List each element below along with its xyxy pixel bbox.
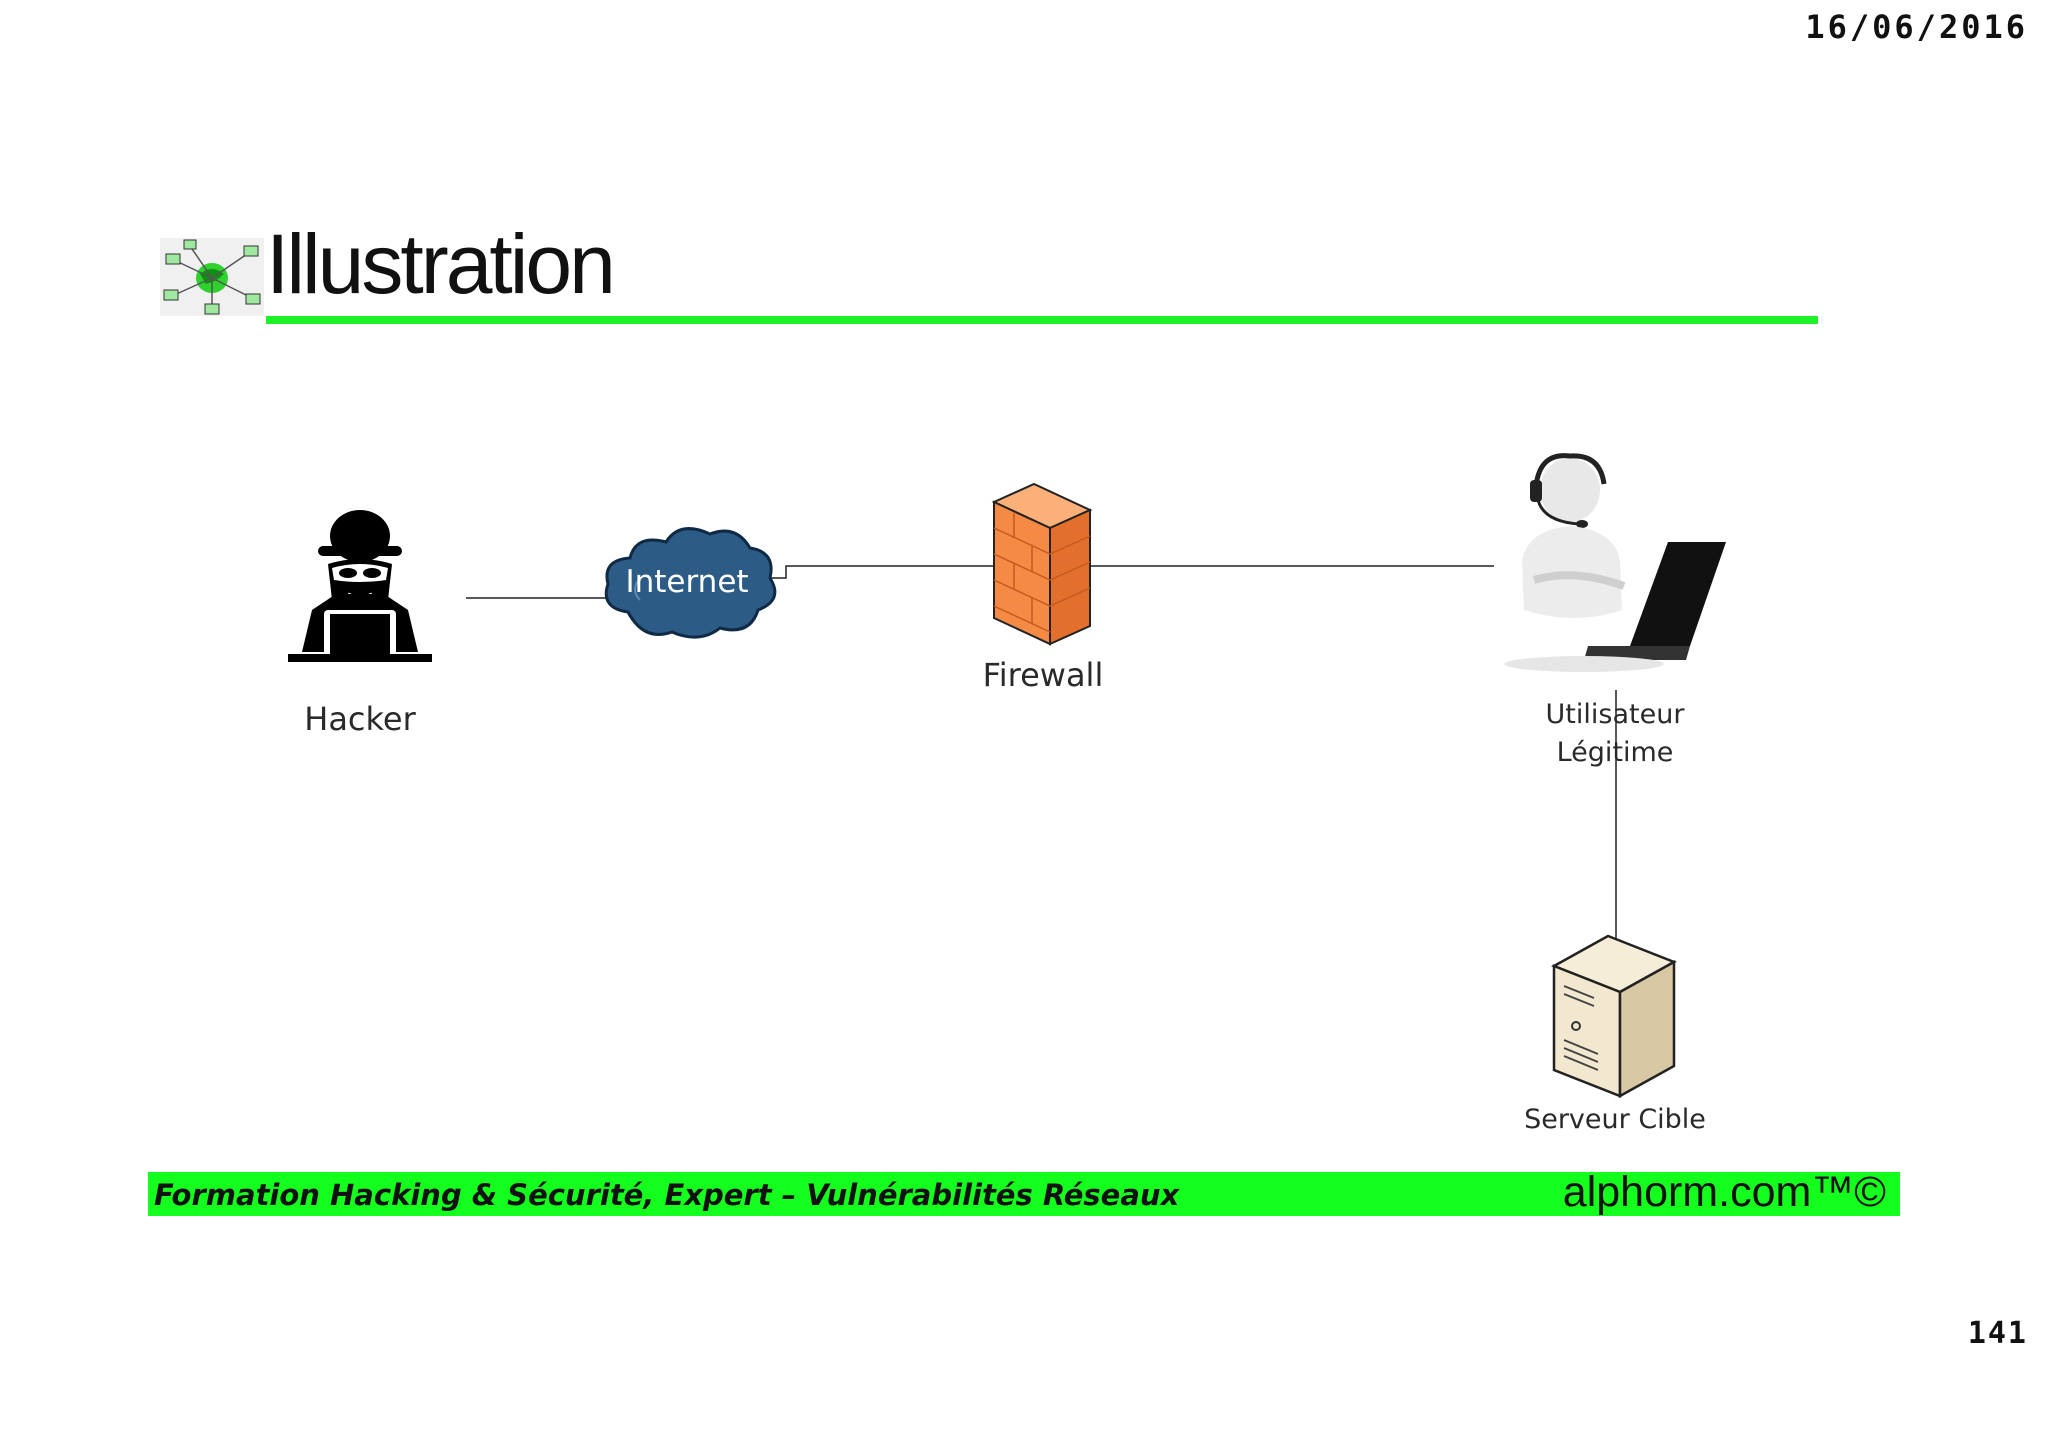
server-icon [1551, 934, 1677, 1099]
user-label-line1: Utilisateur [1545, 699, 1685, 730]
hacker-icon [288, 510, 432, 662]
page-number: 141 [1967, 1316, 2028, 1351]
footer-brand: alphorm.com™© [1562, 1168, 1886, 1216]
footer-course-title: Formation Hacking & Sécurité, Expert – V… [154, 1178, 1180, 1212]
link-internet-firewall [764, 565, 1046, 579]
footer-bar: Formation Hacking & Sécurité, Expert – V… [148, 1168, 1900, 1216]
cloud-icon [604, 527, 777, 639]
internet-label: Internet [625, 564, 749, 600]
slide-date: 16/06/2016 [1805, 8, 2028, 46]
hacker-label: Hacker [304, 700, 416, 738]
firewall-label: Firewall [982, 656, 1104, 694]
user-label-line2: Légitime [1556, 737, 1674, 768]
slide-title: Illustration [266, 217, 616, 311]
firewall-icon [991, 482, 1093, 646]
server-label: Serveur Cible [1524, 1104, 1706, 1135]
network-globe-icon [160, 238, 264, 316]
user-label: Utilisateur Légitime [1520, 696, 1710, 772]
user-laptop-icon [1504, 453, 1726, 672]
title-underline [266, 316, 1818, 324]
